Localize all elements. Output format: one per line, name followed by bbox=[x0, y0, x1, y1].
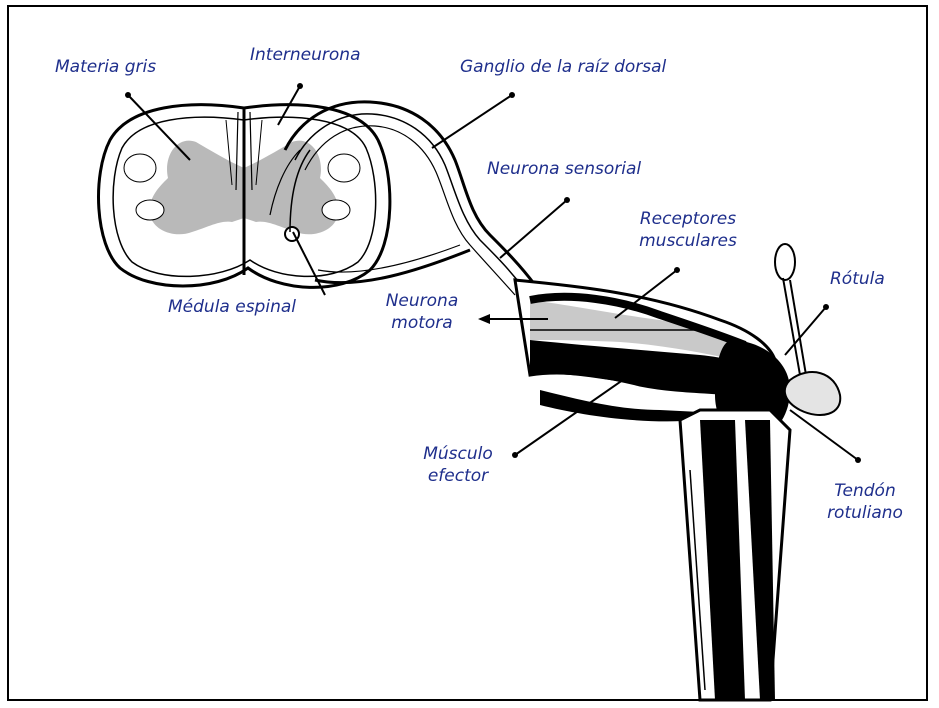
label-musculo-line2: efector bbox=[408, 465, 508, 487]
label-ganglio-raiz-dorsal: Ganglio de la raíz dorsal bbox=[460, 56, 666, 78]
lower-leg bbox=[680, 340, 790, 700]
spinal-cord-cross-section bbox=[99, 105, 390, 288]
label-neurona-motora: Neurona motora bbox=[372, 290, 472, 334]
label-neurona-motora-line1: Neurona bbox=[372, 290, 472, 312]
label-receptores-musculares: Receptores musculares bbox=[628, 208, 748, 252]
label-neurona-motora-line2: motora bbox=[372, 312, 472, 334]
label-musculo-efector: Músculo efector bbox=[408, 443, 508, 487]
label-materia-gris: Materia gris bbox=[55, 56, 156, 78]
label-interneurona: Interneurona bbox=[250, 44, 361, 66]
label-rotula: Rótula bbox=[830, 268, 885, 290]
label-musculo-line1: Músculo bbox=[408, 443, 508, 465]
label-tendon-line2: rotuliano bbox=[815, 502, 915, 524]
label-receptores-line1: Receptores bbox=[628, 208, 748, 230]
label-tendon-rotuliano: Tendón rotuliano bbox=[815, 480, 915, 524]
label-tendon-line1: Tendón bbox=[815, 480, 915, 502]
label-receptores-line2: musculares bbox=[628, 230, 748, 252]
label-medula-espinal: Médula espinal bbox=[168, 296, 296, 318]
label-neurona-sensorial: Neurona sensorial bbox=[487, 158, 641, 180]
